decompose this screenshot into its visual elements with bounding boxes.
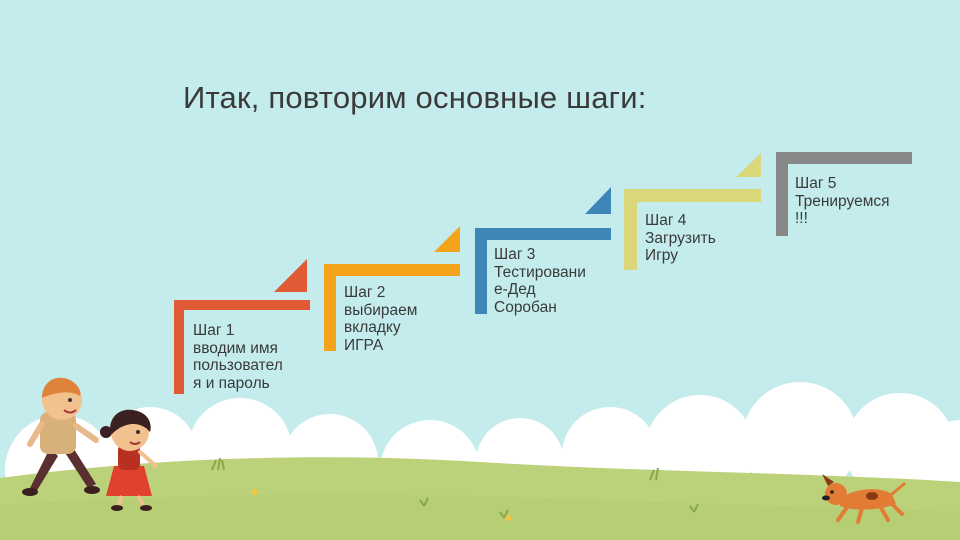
grass-decorations <box>211 457 699 521</box>
step-2-side-bar <box>324 264 336 351</box>
step-2-text: Шаг 2 выбираем вкладку ИГРА <box>344 284 418 354</box>
step-4-side-bar <box>624 189 637 270</box>
grass-hill-shade <box>0 494 960 540</box>
step-3-side-bar <box>475 228 487 314</box>
step-4-graphic <box>624 153 761 270</box>
step-5-side-bar <box>776 152 788 236</box>
step-5-graphic <box>776 152 912 236</box>
step-3-top-bar <box>475 228 611 240</box>
step-1-text: Шаг 1 вводим имя пользовател я и пароль <box>193 322 283 392</box>
dog-illustration <box>822 474 906 524</box>
step-2-graphic <box>324 226 460 351</box>
step-4-text: Шаг 4 Загрузить Игру <box>645 212 716 264</box>
step-2-corner <box>434 226 460 252</box>
step-3-corner <box>585 187 611 214</box>
step-4-top-bar <box>624 189 761 202</box>
step-5-text: Шаг 5 Тренируемся !!! <box>795 175 890 227</box>
step-1-top-bar <box>174 300 310 310</box>
step-1-corner <box>274 259 307 292</box>
step-2-top-bar <box>324 264 460 276</box>
step-3-graphic <box>475 187 611 314</box>
step-1-graphic <box>174 259 310 394</box>
boy-illustration <box>22 377 100 496</box>
step-5-top-bar <box>776 152 912 164</box>
step-1-side-bar <box>174 300 184 394</box>
step-4-corner <box>736 153 761 177</box>
girl-illustration <box>100 409 158 511</box>
step-3-text: Шаг 3 Тестировани е-Дед Соробан <box>494 246 586 316</box>
slide-title: Итак, повторим основные шаги: <box>183 80 647 115</box>
